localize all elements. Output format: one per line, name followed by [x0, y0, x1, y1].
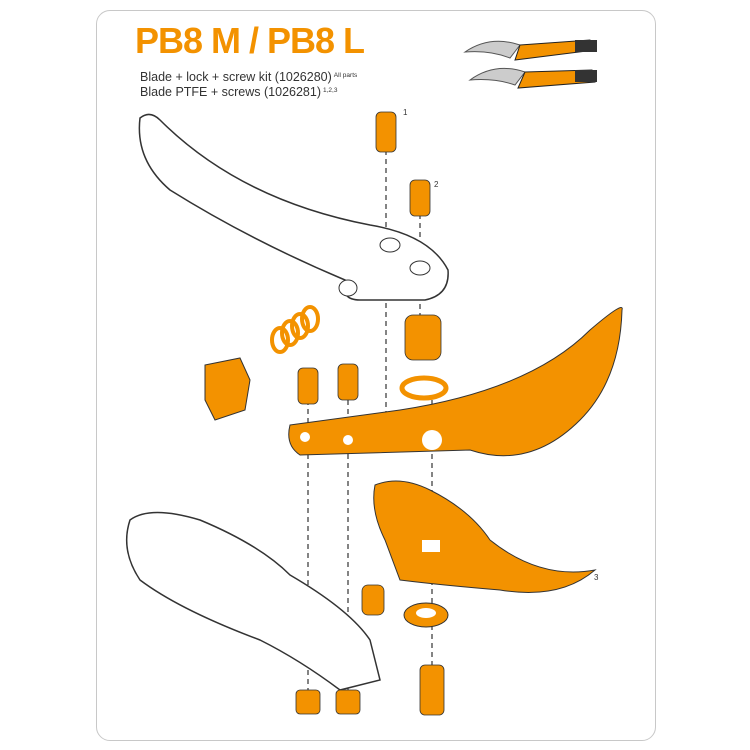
- upper-handle: [138, 113, 449, 301]
- callout-3: 3: [594, 573, 599, 582]
- kit-label: Blade + lock + screw kit (1026280): [140, 70, 332, 84]
- pruner-thumbnail: [463, 39, 597, 89]
- lower-handle: [125, 511, 381, 691]
- upper-blade: [288, 307, 623, 457]
- callout-2: 2: [434, 180, 439, 189]
- kit-note: 1,2,3: [323, 87, 338, 94]
- kit-line-2: Blade PTFE + screws (1026281)1,2,3: [140, 85, 337, 99]
- kit-label: Blade PTFE + screws (1026281): [140, 85, 321, 99]
- page-title: PB8 M / PB8 L: [135, 20, 365, 61]
- ring-washer: [399, 375, 449, 401]
- lock: [204, 357, 251, 421]
- kit-line-1: Blade + lock + screw kit (1026280)All pa…: [140, 70, 357, 84]
- callout-1: 1: [403, 108, 408, 117]
- screws: [295, 111, 445, 716]
- spring: [270, 305, 320, 354]
- lower-blade: [373, 480, 597, 593]
- kit-note: All parts: [333, 72, 358, 79]
